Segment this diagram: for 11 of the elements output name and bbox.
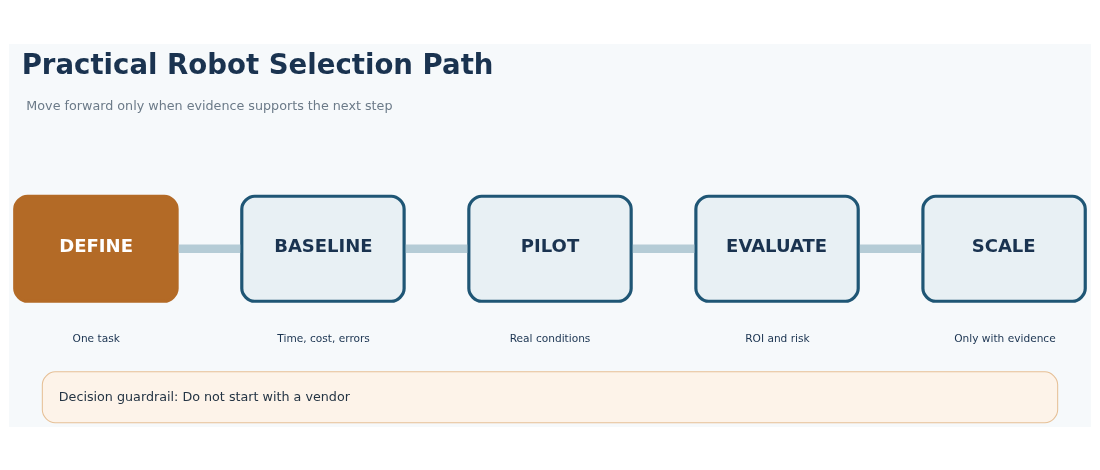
connector (178, 244, 241, 253)
connector (405, 244, 468, 253)
connector (859, 244, 922, 253)
node-label: One task (72, 331, 120, 344)
node-label: Only with evidence (954, 331, 1056, 344)
node-label: ROI and risk (745, 331, 810, 344)
node-label: Time, cost, errors (277, 331, 370, 344)
diagram-title: Practical Robot Selection Path (21, 46, 494, 80)
connector (632, 244, 695, 253)
node-label: Real conditions (509, 331, 591, 344)
label: Move forward only when evidence supports the next step (26, 97, 393, 113)
